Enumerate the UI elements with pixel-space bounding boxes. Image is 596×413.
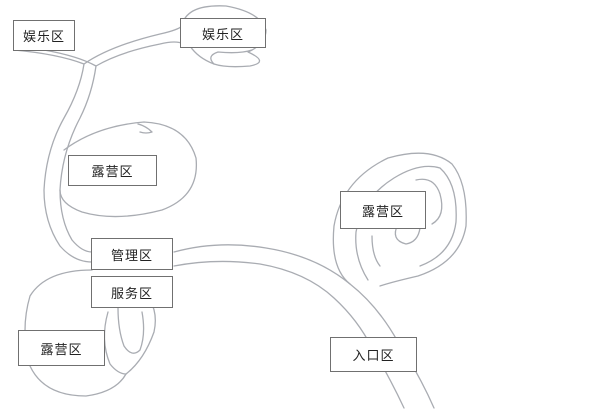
zone-camping-right: 露营区 [340,191,426,229]
trail-left-inner [43,49,97,253]
zone-entertainment-2: 娱乐区 [180,18,266,48]
camping-upper-notch [137,123,153,134]
camping-right-pocket [394,223,421,245]
zone-service: 服务区 [91,276,173,308]
trail-upper-branch-outer [83,25,183,65]
zone-management: 管理区 [91,238,173,270]
camping-right-nub [415,178,443,225]
camping-lower-inner-2 [103,311,127,375]
entertainment-loop-inner [210,49,253,65]
camping-right-loop-inner [355,165,457,281]
camping-right-pocket-2 [371,235,381,267]
zone-entertainment-1: 娱乐区 [13,20,75,51]
camping-lower-loop [24,269,156,397]
camping-right-loop [332,152,467,287]
trail-upper-branch-inner [95,41,185,67]
camping-lower-inner [117,307,145,354]
trail-main-lower-edge [173,260,405,409]
trail-left-outer [13,49,93,263]
trail-main-upper-edge [173,244,435,409]
zone-camping-upper: 露营区 [68,155,157,186]
camping-upper-loop [59,121,198,218]
zone-entrance: 入口区 [330,337,417,372]
zone-camping-lower: 露营区 [18,330,105,366]
